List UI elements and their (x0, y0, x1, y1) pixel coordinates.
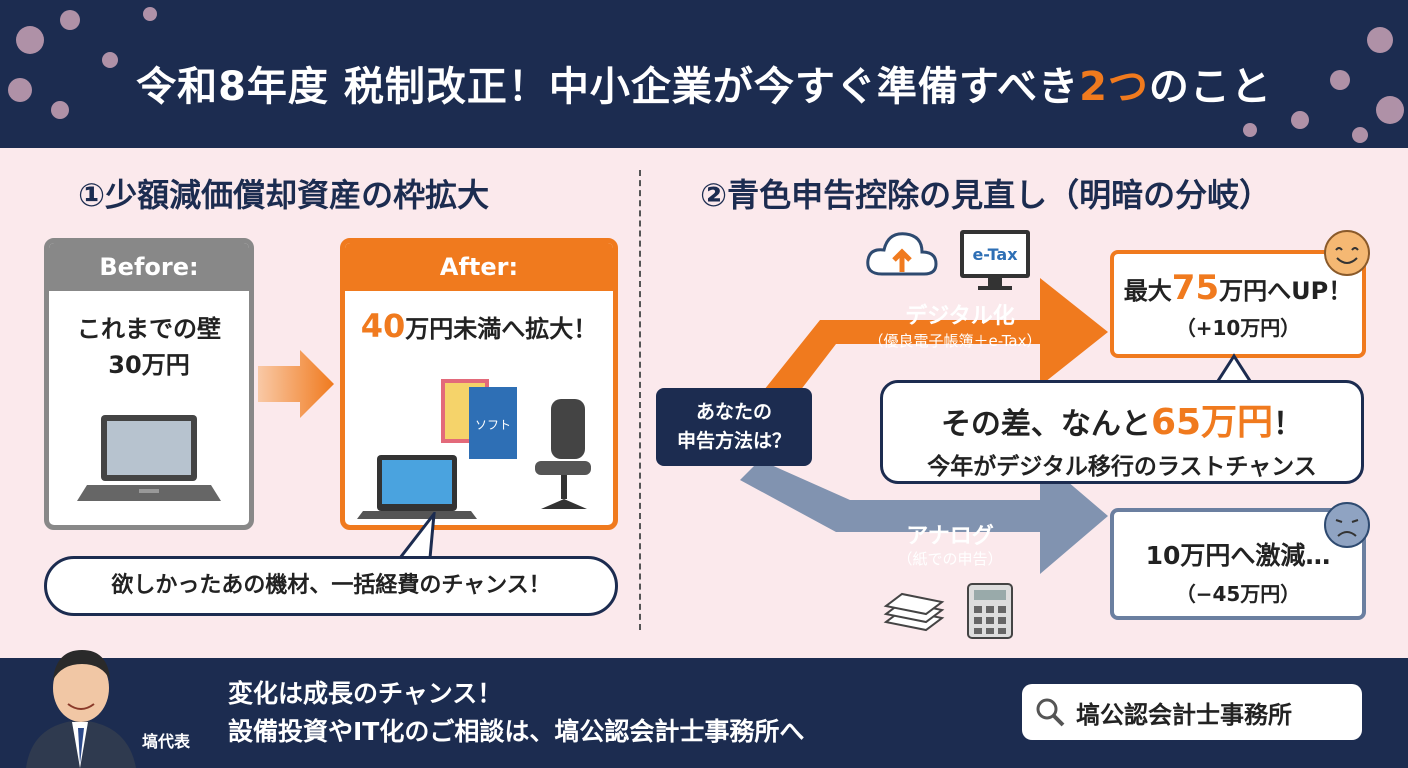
analog-sub: （紙での申告） (897, 550, 1003, 568)
section1-title: ①少額減価償却資産の枠拡大 (78, 176, 490, 214)
search-text: 塙公認会計士事務所 (1076, 700, 1292, 729)
up-main: 最大75万円へUP！ (1114, 268, 1362, 308)
paper-stack-icon (883, 592, 945, 632)
down-main: 10万円へ激減… (1145, 541, 1331, 570)
before-line2: 30万円 (108, 351, 190, 379)
down-sub: （−45万円） (1175, 582, 1301, 606)
diff-sub: 今年がデジタル移行のラストチャンス (927, 454, 1317, 480)
difference-box: その差、なんと65万円！ 今年がデジタル移行のラストチャンス (880, 380, 1364, 484)
question-line2: 申告方法は？ (676, 430, 791, 452)
header-banner (0, 0, 1408, 148)
analog-arrow (740, 458, 1108, 574)
search-box[interactable]: 塙公認会計士事務所 (1022, 684, 1362, 740)
up-pre: 最大 (1123, 277, 1172, 305)
question-line1: あなたの (695, 401, 772, 423)
section2-title: ②青色申告控除の見直し（明暗の分岐） (700, 176, 1272, 214)
representative-portrait (26, 650, 136, 768)
laptop-icon (357, 455, 477, 519)
soft-label: ソフト (475, 418, 511, 432)
result-up-box: 最大75万円へUP！ （+10万円） (1110, 250, 1366, 358)
diff-post: ！ (1273, 407, 1304, 442)
after-text: 40万円未満へ拡大！ (345, 307, 613, 345)
up-post: 万円へUP！ (1219, 277, 1353, 305)
up-sub: （+10万円） (1175, 316, 1301, 340)
etax-monitor-icon: e-Tax (960, 230, 1030, 290)
digital-sub: （優良電子帳簿＋e-Tax） (868, 332, 1042, 350)
happy-face-icon (1324, 230, 1370, 276)
before-text: これまでの壁 30万円 (49, 311, 249, 383)
after-text-rest: 万円未満へ拡大！ (405, 315, 598, 343)
office-chair-icon (535, 399, 591, 509)
up-highlight: 75 (1171, 268, 1220, 308)
after-label: After: (345, 243, 613, 291)
before-card: Before: これまでの壁 30万円 (44, 238, 254, 530)
footer-line1: 変化は成長のチャンス！ (228, 679, 503, 708)
diff-main: その差、なんと65万円！ (883, 393, 1361, 445)
result-down-box: 10万円へ激減… （−45万円） (1110, 508, 1366, 620)
bubble-tail (396, 512, 436, 560)
sad-face-icon (1324, 502, 1370, 548)
representative-label: 塙代表 (142, 732, 191, 751)
page-title: 令和8年度 税制改正！中小企業が今すぐ準備すべき2つのこと (136, 64, 1272, 110)
speech-bubble-chance: 欲しかったあの機材、一括経費のチャンス！ (44, 556, 618, 616)
before-line1: これまでの壁 (77, 315, 221, 343)
question-box: あなたの 申告方法は？ (656, 388, 812, 466)
footer-line2: 設備投資やIT化のご相談は、塙公認会計士事務所へ (228, 717, 805, 746)
arrow-right-icon (258, 350, 334, 418)
analog-label: アナログ (906, 524, 994, 549)
cherry-blossom-decoration (8, 7, 1404, 143)
diff-pre: その差、なんと (940, 407, 1151, 442)
equipment-illustration: ソフト (357, 379, 591, 519)
laptop-icon (77, 415, 221, 501)
before-label: Before: (49, 243, 249, 291)
etax-label: e-Tax (972, 245, 1018, 264)
after-card: After: 40万円未満へ拡大！ ソフト (340, 238, 618, 530)
search-icon (1036, 698, 1065, 727)
cloud-upload-icon (866, 232, 938, 276)
diff-highlight: 65万円 (1150, 402, 1274, 443)
section-divider (639, 170, 641, 630)
calculator-icon (967, 583, 1013, 639)
software-box-icon: ソフト (441, 379, 517, 459)
digital-label: デジタル化 (905, 304, 1015, 329)
after-highlight: 40 (360, 307, 406, 345)
